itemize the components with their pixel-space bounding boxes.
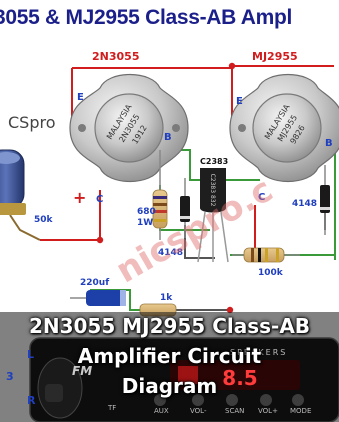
label-4148-left: 4148 bbox=[158, 248, 183, 258]
label-220uf: 220uf bbox=[80, 278, 109, 288]
diode-left bbox=[180, 178, 190, 238]
caption-line-3: Diagram bbox=[121, 374, 218, 398]
transistor-right-mj2955: MALAYSIA MJ2955 9826 bbox=[229, 73, 339, 183]
caption-line-2: Amplifier Circuit bbox=[77, 344, 262, 368]
capacitor-220uf bbox=[70, 290, 126, 306]
mp3-btn-tf: TF bbox=[107, 404, 116, 412]
mp3-button-labels: TF AUX VOL- SCAN VOL+ MODE bbox=[107, 404, 311, 415]
potentiometer-50k bbox=[0, 149, 26, 215]
label-4148-right: 4148 bbox=[292, 199, 317, 209]
mp3-display: 8.5 bbox=[222, 366, 257, 390]
label-680-watt: 1W bbox=[137, 218, 153, 228]
mp3-btn-aux: AUX bbox=[154, 407, 169, 415]
plus-sign: + bbox=[73, 188, 86, 207]
brand-text: CSpro bbox=[8, 113, 56, 132]
c2383-marking: C2383 832 bbox=[209, 174, 216, 207]
label-1k: 1k bbox=[160, 293, 173, 303]
transistor-c2383: C2383 832 bbox=[197, 168, 229, 263]
mp3-btn-scan: SCAN bbox=[225, 407, 244, 415]
pin-c-right: C bbox=[258, 192, 265, 203]
page-title: 3055 & MJ2955 Class-AB Ampl bbox=[0, 6, 293, 29]
mp3-logo-text: SPEAKERS bbox=[230, 348, 287, 357]
pin-e-left: E bbox=[77, 92, 84, 103]
label-680-value: 680 bbox=[137, 207, 156, 217]
label-r: R bbox=[27, 394, 36, 407]
pin-e-right: E bbox=[236, 96, 243, 107]
mp3-btn-vol-plus: VOL+ bbox=[258, 407, 278, 415]
mp3-buttons bbox=[154, 394, 304, 406]
label-l: L bbox=[27, 348, 34, 361]
label-100k: 100k bbox=[258, 268, 284, 278]
caption-line-1: 2N3055 MJ2955 Class-AB bbox=[28, 314, 311, 338]
mp3-btn-vol-minus: VOL- bbox=[190, 407, 207, 415]
pin-b-right: B bbox=[325, 138, 333, 149]
label-50k: 50k bbox=[34, 215, 54, 225]
pin-c-left: C bbox=[96, 194, 103, 205]
pin-b-left: B bbox=[164, 132, 172, 143]
label-2n3055: 2N3055 bbox=[92, 50, 139, 63]
caption: 2N3055 MJ2955 Class-AB Amplifier Circuit… bbox=[0, 311, 339, 401]
resistor-680 bbox=[152, 150, 168, 240]
label-mj2955: MJ2955 bbox=[252, 50, 298, 63]
mp3-fm-label: FM bbox=[72, 364, 92, 378]
label-3: 3 bbox=[6, 370, 14, 383]
diode-right bbox=[320, 165, 330, 235]
transistor-left-2n3055: MALAYSIA 2N3055 1912 bbox=[69, 73, 189, 183]
mp3-btn-mode: MODE bbox=[290, 407, 311, 415]
label-c2383: C2383 bbox=[200, 157, 228, 166]
resistor-100k bbox=[232, 247, 300, 263]
